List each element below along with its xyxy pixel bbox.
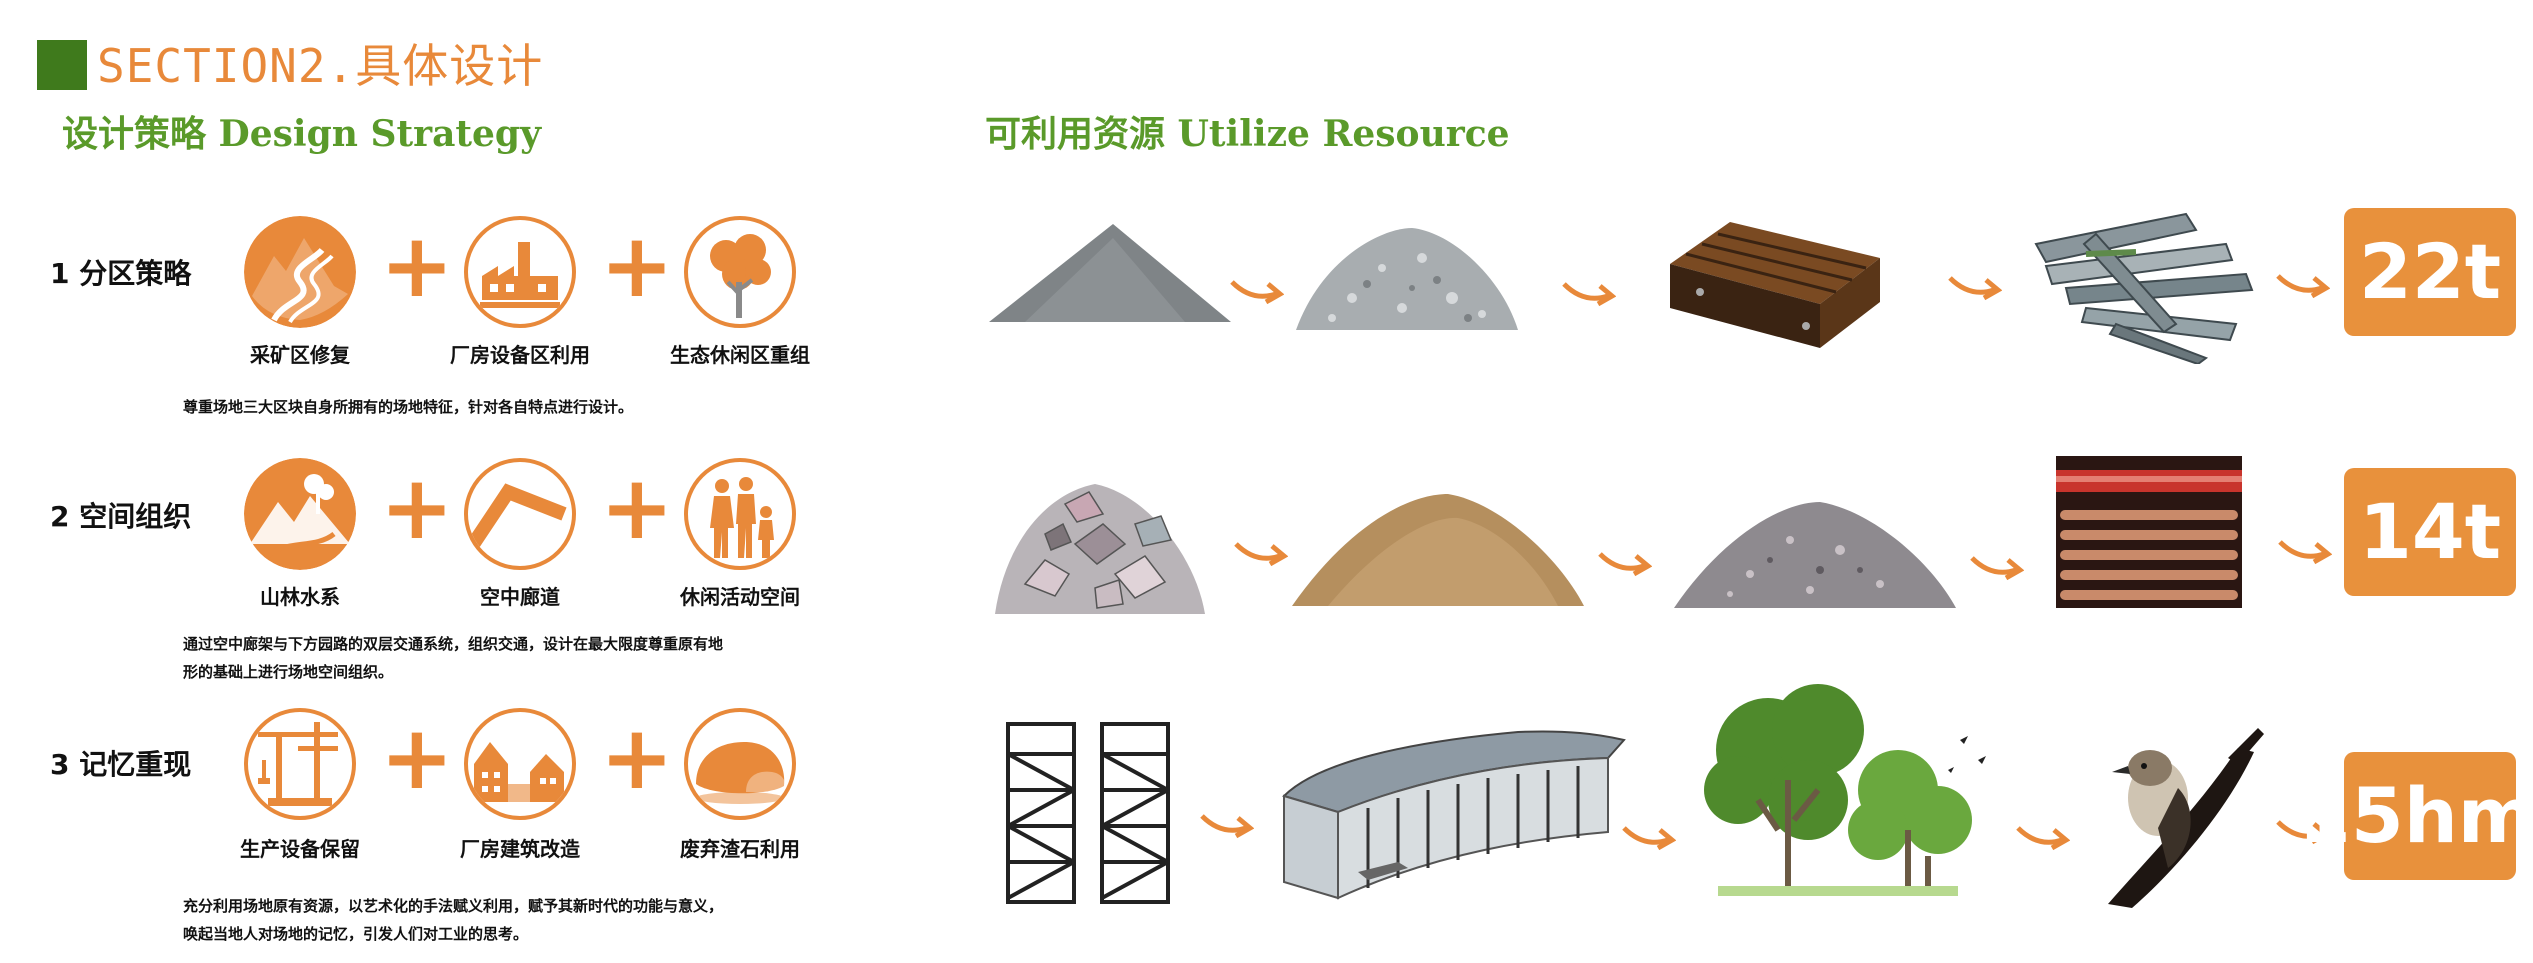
row-label-memory: 3 记忆重现 xyxy=(50,748,192,781)
quantity-badge-steel: 22t xyxy=(2344,208,2516,336)
description-line: 充分利用场地原有资源，以艺术化的手法赋义利用，赋予其新时代的功能与意义， xyxy=(183,897,724,915)
arrow-icon xyxy=(1198,806,1254,842)
plus-icon: + xyxy=(380,214,454,317)
skyway-icon xyxy=(464,458,576,570)
factory-icon xyxy=(464,216,576,328)
caption-building-renovation: 厂房建筑改造 xyxy=(460,837,580,861)
crane-icon xyxy=(244,708,356,820)
caption-equipment-keep: 生产设备保留 xyxy=(240,837,360,861)
rubble-pile-icon xyxy=(985,464,1215,624)
scaffolding-icon xyxy=(1000,718,1190,908)
gravel-pile-icon xyxy=(1292,218,1522,338)
strategy-title: 设计策略 Design Strategy xyxy=(62,113,542,155)
wooden-sleepers-icon xyxy=(1660,212,1890,352)
arrow-icon xyxy=(1560,274,1616,310)
plus-icon: + xyxy=(600,456,674,559)
arrow-icon xyxy=(1228,272,1284,308)
family-icon xyxy=(684,458,796,570)
description-memory: 充分利用场地原有资源，以艺术化的手法赋义利用，赋予其新时代的功能与意义， 唤起当… xyxy=(183,892,723,948)
description-space: 通过空中廊架与下方园路的双层交通系统，组织交通，设计在最大限度尊重原有地 形的基… xyxy=(183,630,723,686)
caption-slag-use: 废弃渣石利用 xyxy=(680,837,800,861)
arrow-icon xyxy=(1946,268,2002,304)
bird-icon xyxy=(2088,718,2268,908)
tree-icon xyxy=(684,216,796,328)
mountain-forest-icon xyxy=(244,458,356,570)
arrow-icon xyxy=(1968,548,2024,584)
arrow-icon xyxy=(2274,266,2330,302)
crushed-stone-pile-icon xyxy=(1670,490,1960,614)
arrow-icon xyxy=(2276,532,2332,568)
row-label-space: 2 空间组织 xyxy=(50,500,192,533)
houses-icon xyxy=(464,708,576,820)
caption-mining-repair: 采矿区修复 xyxy=(250,343,350,367)
rebar-icon xyxy=(2056,456,2242,608)
plus-icon: + xyxy=(380,456,454,559)
arrow-icon xyxy=(2274,812,2330,848)
description-line: 形的基础上进行场地空间组织。 xyxy=(183,663,394,681)
header-square xyxy=(37,40,87,90)
trees-icon xyxy=(1698,680,1998,900)
steel-bars-icon xyxy=(2026,204,2266,364)
quantity-value: 22t xyxy=(2358,227,2502,316)
arrow-icon xyxy=(1620,818,1676,854)
resource-title: 可利用资源 Utilize Resource xyxy=(985,113,1510,155)
arrow-icon xyxy=(2014,818,2070,854)
quantity-badge-rebar: 14t xyxy=(2344,468,2516,596)
arrow-icon xyxy=(1232,534,1288,570)
shed-roof-icon xyxy=(1278,712,1628,902)
quantity-badge-area: 15hm2 xyxy=(2298,752,2533,880)
soil-pile-icon xyxy=(1288,486,1588,612)
description-line: 唤起当地人对场地的记忆，引发人们对工业的思考。 xyxy=(183,925,529,943)
row-label-zoning: 1 分区策略 xyxy=(50,257,192,290)
plus-icon: + xyxy=(600,214,674,317)
caption-eco-leisure: 生态休闲区重组 xyxy=(670,343,810,367)
plus-icon: + xyxy=(600,706,674,809)
description-line: 通过空中廊架与下方园路的双层交通系统，组织交通，设计在最大限度尊重原有地 xyxy=(183,635,724,653)
caption-factory-use: 厂房设备区利用 xyxy=(450,343,590,367)
page-title: SECTION2.具体设计 xyxy=(97,39,544,93)
rocks-icon xyxy=(684,708,796,820)
arrow-icon xyxy=(1596,544,1652,580)
quantity-value: 15hm xyxy=(2297,771,2533,860)
description-zoning: 尊重场地三大区块自身所拥有的场地特征，针对各自特点进行设计。 xyxy=(183,393,633,421)
description-line: 尊重场地三大区块自身所拥有的场地特征，针对各自特点进行设计。 xyxy=(183,398,634,416)
mountain-road-icon xyxy=(244,216,356,328)
quantity-value: 14t xyxy=(2358,487,2502,576)
caption-mountain-water: 山林水系 xyxy=(260,585,340,609)
caption-leisure-space: 休闲活动空间 xyxy=(680,585,800,609)
gray-sand-pile-icon xyxy=(985,218,1235,328)
caption-skyway: 空中廊道 xyxy=(480,585,560,609)
plus-icon: + xyxy=(380,706,454,809)
